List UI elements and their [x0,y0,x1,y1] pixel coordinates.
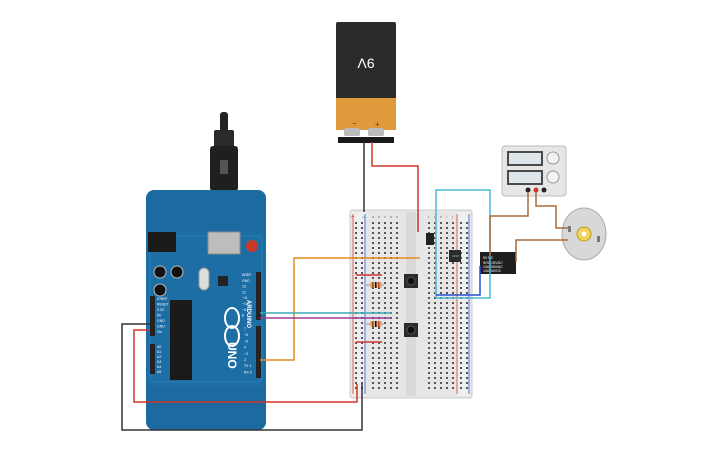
wire-supply-to-relay[interactable] [489,192,529,256]
relay-line-1: 5V DC [483,256,494,260]
atmega-chip [170,300,192,380]
rail-plus-sign: + [351,215,355,221]
header-pin-label: A3 [157,360,161,364]
header-pin-label: 12 [242,290,246,294]
rail-minus-sign: − [362,215,366,221]
wire-gnd-to-rail[interactable] [121,323,363,431]
breadboard-col-label: j [451,214,453,219]
battery-pos-sign: + [375,120,380,129]
header-pin-label: A2 [157,355,161,359]
battery-neg-sign: − [352,119,357,128]
header-pin-label: IOREF [157,297,168,301]
wire-relay-blue[interactable] [436,266,481,296]
header-pin-label: 7 [244,327,246,331]
battery-label: 9V [357,55,375,71]
resistor-2[interactable] [366,321,384,327]
breadboard-col-label: c [384,214,386,219]
header-pin-label: 5V [157,314,162,318]
header-pin-label: A1 [157,350,161,354]
digital-header-bottom [256,326,261,378]
header-pin-label: GND [157,325,165,329]
usb-port [207,231,241,255]
power-jack [148,232,176,252]
breadboard-col-label: a [372,214,375,219]
breadboard-holes [355,222,468,389]
breadboard-col-label: h [440,214,442,219]
arduino-brand-text: ARDUINO [245,300,251,328]
header-pin-label: ~3 [244,352,248,356]
pushbutton-1[interactable] [404,274,418,288]
header-pin-label: A5 [157,370,161,374]
power-header [150,296,155,336]
breadboard-col-label: e [396,214,399,219]
header-pin-label: ~11 [242,296,248,300]
header-pin-label: 13 [242,285,246,289]
header-pin-label: 3.3V [157,308,165,312]
wire-5v-to-rail[interactable] [133,329,358,403]
header-pin-label: RESET [157,303,170,307]
header-pin-label: 8 [242,314,244,318]
header-pin-label: ~6 [244,333,248,337]
arduino-model-text: UNO [225,342,239,369]
header-pin-label: 2 [244,358,246,362]
pushbutton-2[interactable] [404,323,418,337]
header-pin-label: A4 [157,365,161,369]
battery-9v[interactable]: 9V − + [336,22,396,143]
header-pin-label: AREF [242,273,251,277]
header-pin-label: A0 [157,345,161,349]
header-pin-label: ~5 [244,339,248,343]
header-pin-label: ~10 [242,302,248,306]
relay-line-3: 10A 250VAC [483,265,503,269]
wire-supply-to-motor[interactable] [535,192,568,229]
header-pin-label: RX 0 [244,370,252,374]
transistor[interactable] [426,233,434,245]
breadboard-col-label: i [446,214,447,219]
wire-battery-positive[interactable] [371,142,419,232]
header-pin-label: GND [157,319,165,323]
relay-line-4: 10A 30VDC [483,269,502,273]
resistor-1[interactable] [366,282,384,288]
header-pin-label: TX 1 [244,364,251,368]
digital-header-top [256,272,261,320]
wire-relay-to-motor[interactable] [515,239,568,262]
dc-motor[interactable] [561,207,607,261]
wire-red-rail-link[interactable] [356,274,382,343]
wire-pin-to-button[interactable] [260,257,420,361]
breadboard-col-label: g [434,214,436,219]
relay[interactable]: 5V DC SRD-05VDC 10A 250VAC 10A 30VDC [480,252,516,274]
arduino-logo [224,307,240,347]
breadboard-col-label: f [428,214,430,219]
diode[interactable] [449,250,461,262]
analog-header [150,344,155,374]
reset-button[interactable] [246,240,258,252]
digital-bottom-labels: 7 ~6 ~5 4 ~3 2 TX 1 RX 0 [244,327,252,374]
header-pin-label: Vin [157,330,162,334]
breadboard-col-label: b [378,214,381,219]
power-supply[interactable] [501,145,567,197]
relay-line-2: SRD-05VDC [483,261,503,265]
header-pin-label: 4 [244,346,246,350]
header-pin-label: ~9 [242,308,246,312]
breadboard-col-label: d [390,214,392,219]
header-pin-label: GND [242,279,250,283]
